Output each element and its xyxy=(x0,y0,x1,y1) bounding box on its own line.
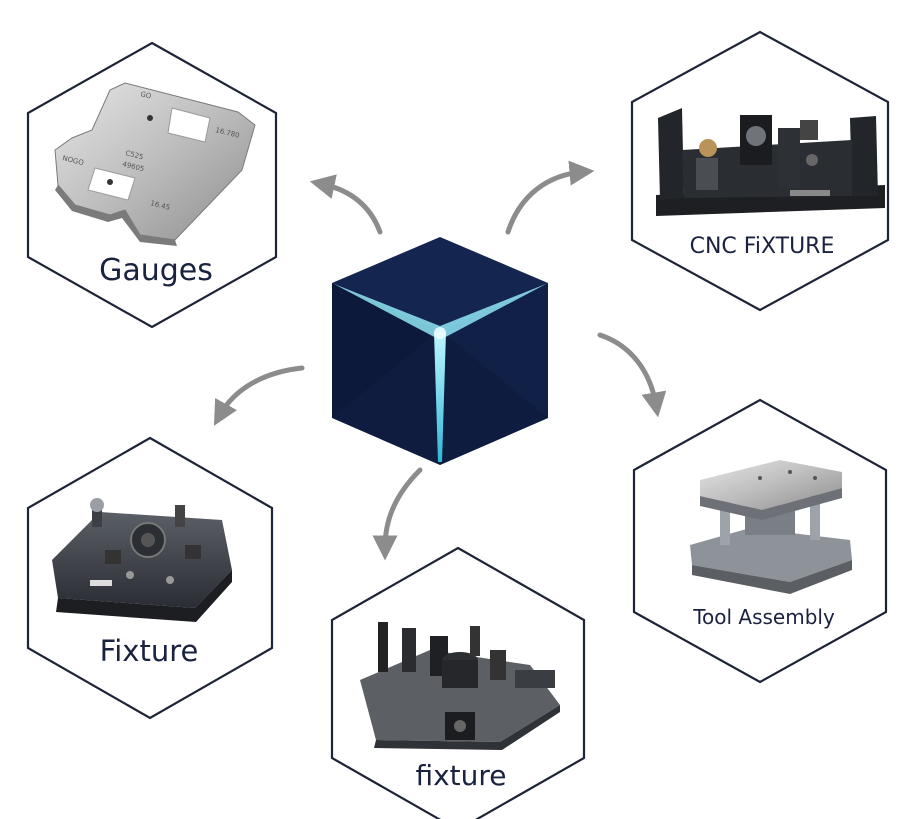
gauge-go-text: GO xyxy=(140,90,153,101)
cnc-fixture-image xyxy=(656,108,885,216)
hex-label-gauges: Gauges xyxy=(99,253,213,288)
hex-label-fixture-left: Fixture xyxy=(100,634,199,668)
hex-cnc-fixture: CNC FiXTURE xyxy=(630,30,890,312)
hex-fixture-left: Fixture xyxy=(26,436,274,720)
arrow-icon xyxy=(597,332,667,418)
hex-label-fixture-bottom: fixture xyxy=(415,759,506,792)
fixture-bottom-image xyxy=(360,622,560,750)
gauge-plate-image: GO NOGO C525 49605 16.780 16.45 xyxy=(54,82,256,246)
hex-tool-assembly: Tool Assembly xyxy=(632,398,888,684)
hex-label-cnc-fixture: CNC FiXTURE xyxy=(690,234,835,259)
fixture-left-image xyxy=(52,498,232,622)
hex-label-tool-assembly: Tool Assembly xyxy=(692,605,835,629)
arrow-icon xyxy=(309,174,383,235)
arrows xyxy=(213,160,667,561)
tool-assembly-image xyxy=(690,460,852,594)
arrow-icon xyxy=(505,160,595,235)
arrow-icon xyxy=(372,467,423,561)
cube-logo-icon xyxy=(332,237,548,465)
arrow-icon xyxy=(213,365,305,426)
hex-fixture-bottom: fixture xyxy=(330,546,586,819)
hex-gauges: GO NOGO C525 49605 16.780 16.45 Gauges xyxy=(26,41,278,329)
